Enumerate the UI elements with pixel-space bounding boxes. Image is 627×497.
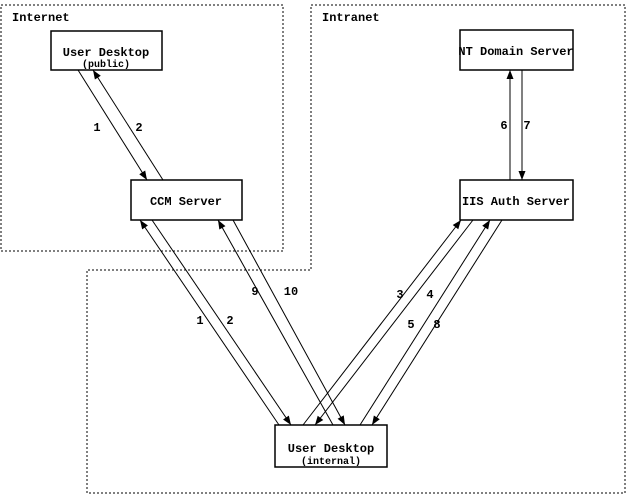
arrow-label-7: 7 (523, 119, 530, 133)
arrow-9-internal-desktop-to-ccm (217, 219, 334, 426)
arrow-label-3: 3 (396, 288, 403, 302)
node-ccm-server: CCM Server (130, 179, 243, 221)
arrow-5-internal-desktop-to-iis (359, 219, 491, 426)
intranet-zone-label: Intranet (322, 11, 380, 25)
node-user-desktop-internal: User Desktop (internal) (274, 424, 388, 468)
arrow-1-public-desktop-to-ccm (77, 69, 148, 181)
arrow-3-internal-desktop-to-iis (302, 219, 462, 426)
user-desktop-internal-label: User Desktop (288, 442, 374, 456)
arrow-label-2-internal: 2 (226, 314, 233, 328)
user-desktop-internal-box (274, 424, 388, 468)
arrow-10-ccm-to-internal-desktop (232, 219, 346, 426)
nt-domain-server-box (459, 29, 574, 71)
arrow-label-9: 9 (251, 285, 258, 299)
arrow-label-4: 4 (426, 288, 433, 302)
ccm-server-box (130, 179, 243, 221)
arrow-label-1-public: 1 (93, 121, 100, 135)
intranet-zone-border (86, 4, 626, 494)
node-nt-domain-server: NT Domain Server (458, 29, 574, 71)
user-desktop-public-sublabel: (public) (82, 59, 130, 71)
node-iis-auth-server: IIS Auth Server (459, 179, 574, 221)
arrow-label-10: 10 (284, 285, 298, 299)
arrow-label-6: 6 (500, 119, 507, 133)
arrow-1-internal-desktop-to-ccm (139, 219, 280, 426)
arrow-label-5: 5 (407, 318, 414, 332)
arrow-4-iis-to-internal-desktop (314, 219, 474, 426)
internet-zone-border (0, 4, 284, 252)
arrow-label-8: 8 (433, 318, 440, 332)
arrow-label-2-public: 2 (135, 121, 142, 135)
arrow-label-1-internal: 1 (196, 314, 203, 328)
internet-zone-label: Internet (12, 11, 70, 25)
arrow-2-ccm-to-public-desktop (92, 69, 164, 181)
user-desktop-public-label: User Desktop (63, 46, 149, 60)
node-user-desktop-public: User Desktop (public) (50, 30, 163, 71)
ccm-server-label: CCM Server (150, 195, 222, 209)
iis-auth-server-box (459, 179, 574, 221)
arrow-8-iis-to-internal-desktop (371, 219, 503, 426)
user-desktop-public-box (50, 30, 163, 71)
arrow-2-ccm-to-internal-desktop (151, 219, 292, 426)
iis-auth-server-label: IIS Auth Server (462, 195, 570, 209)
nt-domain-server-label: NT Domain Server (458, 45, 573, 59)
user-desktop-internal-sublabel: (internal) (301, 456, 361, 468)
